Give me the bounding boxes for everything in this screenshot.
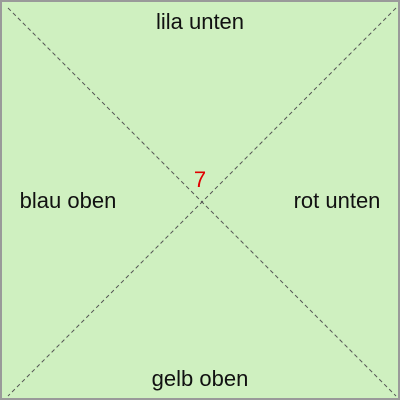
diagonal-line-anti [7,7,397,397]
quadrant-label-right[interactable]: rot unten [293,188,381,213]
quadrant-label-top[interactable]: lila unten [155,9,245,34]
quadrant-label-left[interactable]: blau oben [19,188,117,213]
center-counter: 7 [193,167,207,192]
quadrant-label-bottom[interactable]: gelb oben [151,366,249,391]
